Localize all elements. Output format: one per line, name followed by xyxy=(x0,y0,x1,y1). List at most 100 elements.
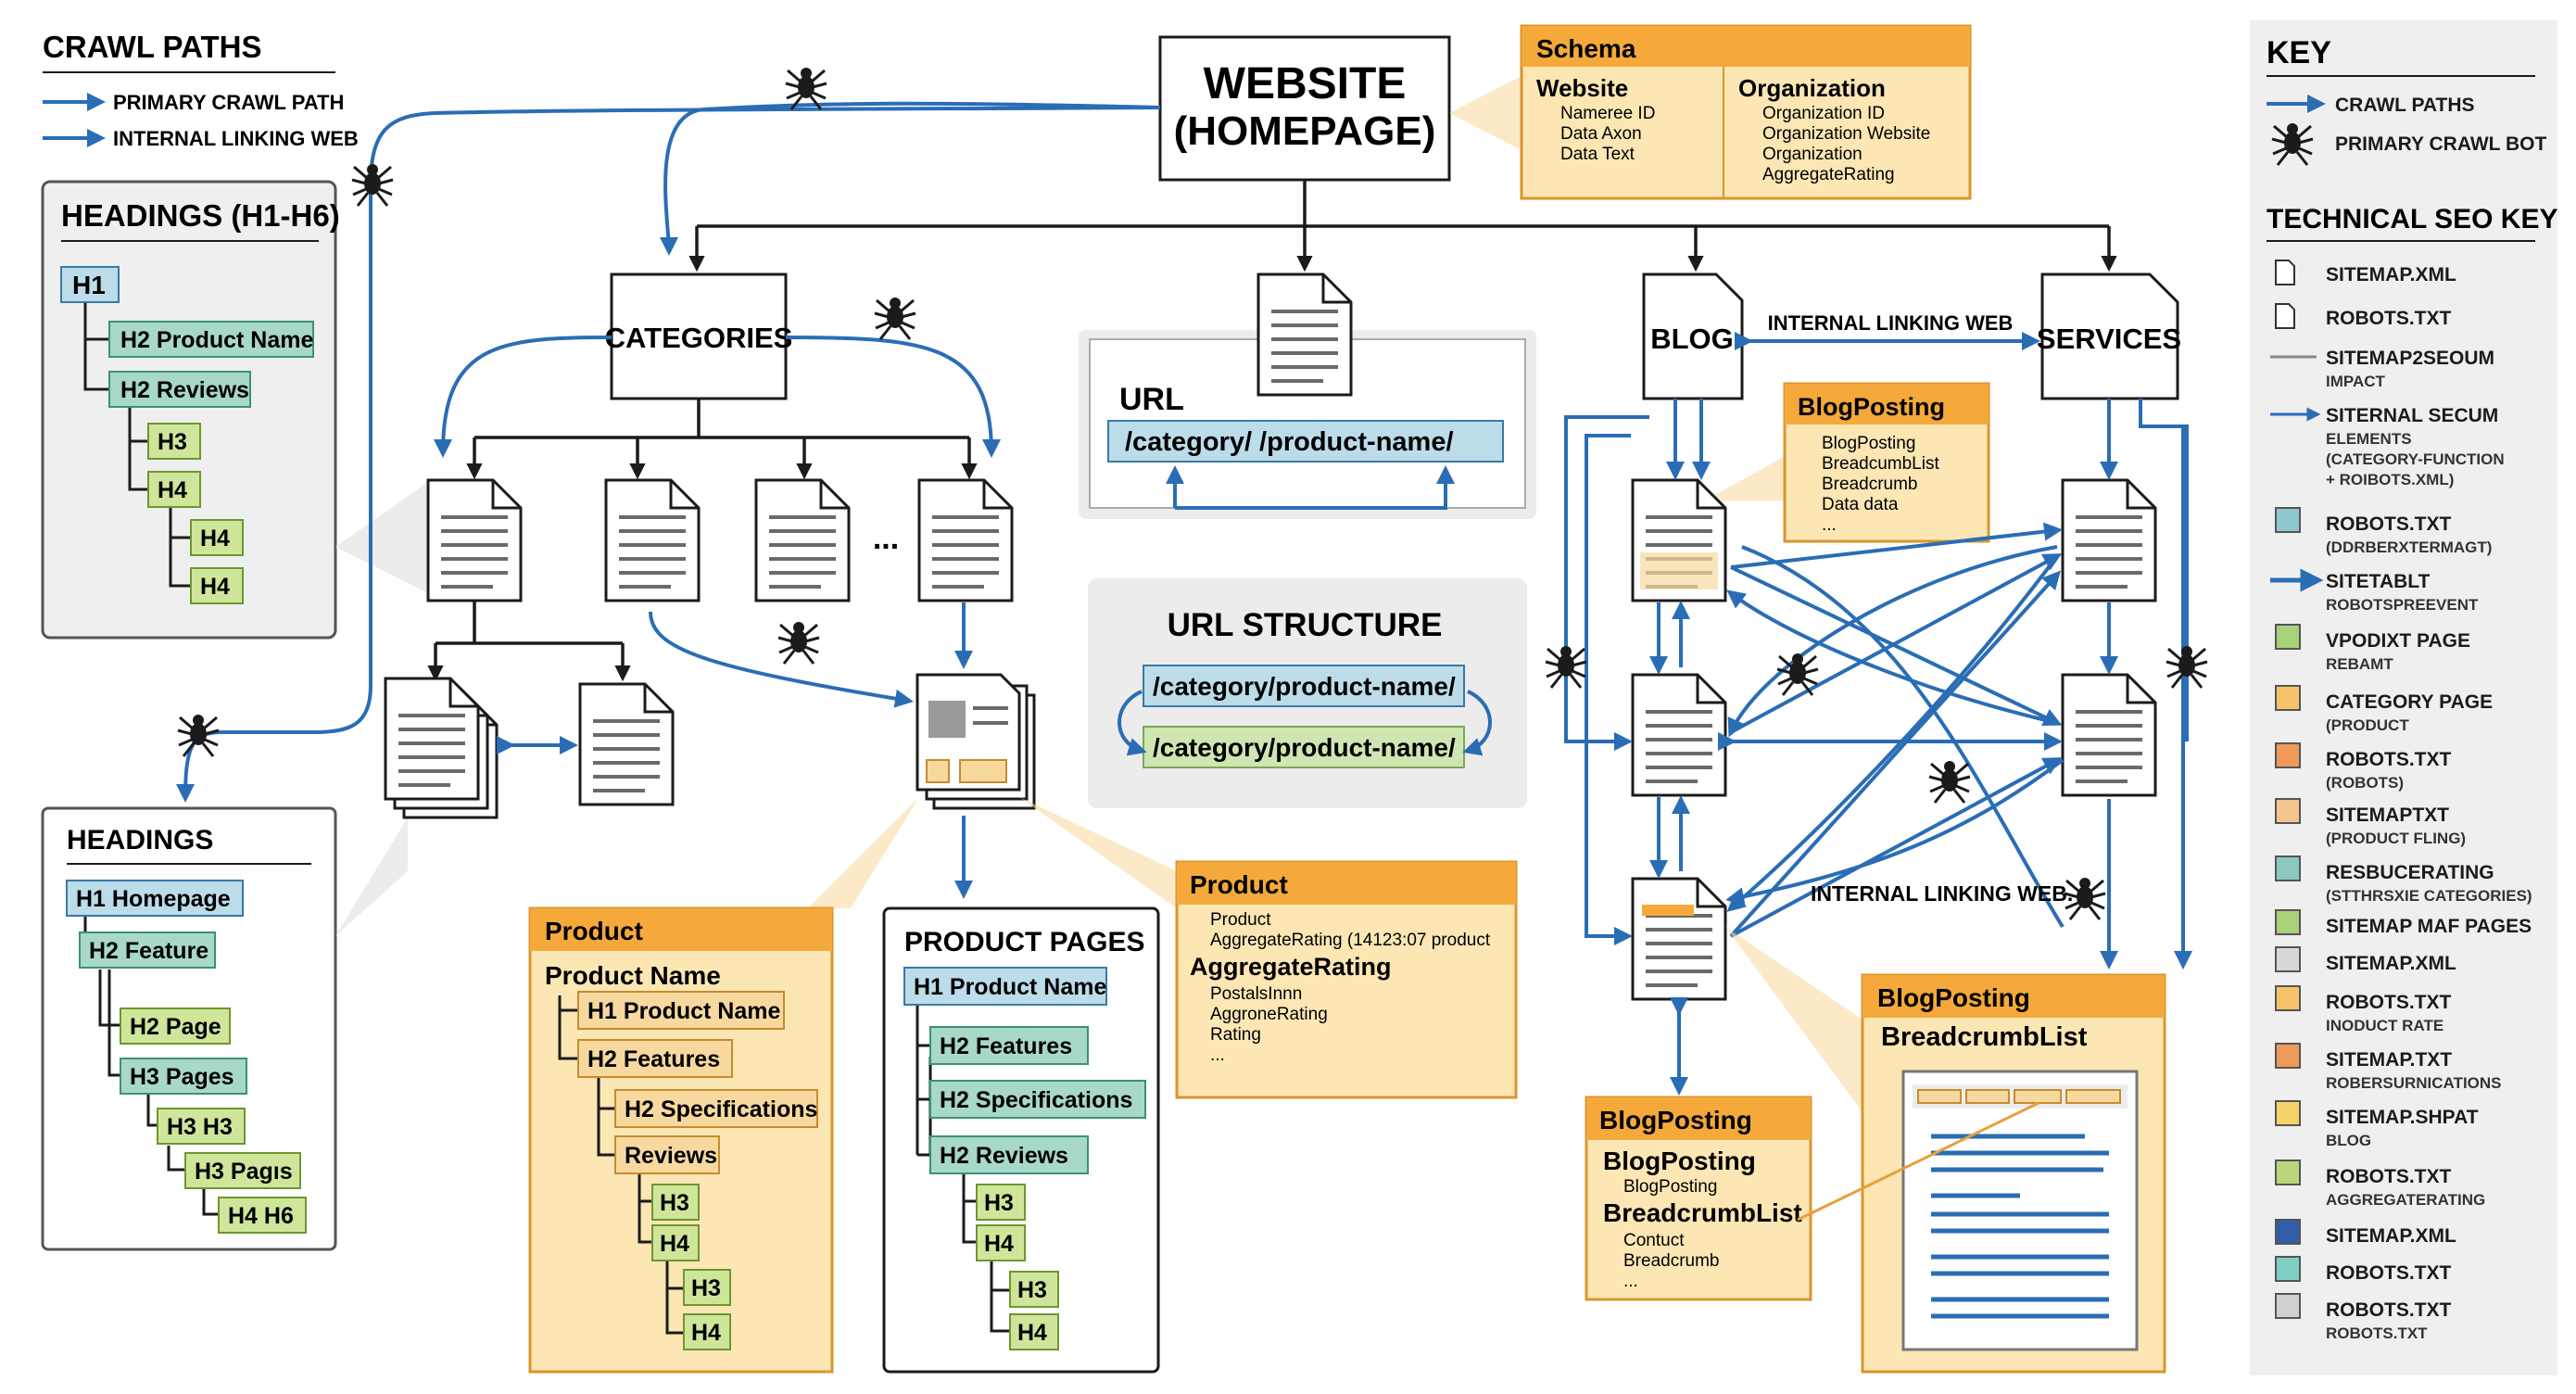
service-page-doc-icon xyxy=(2061,673,2157,797)
url-value: /category/ /product-name/ xyxy=(1125,427,1454,457)
crawler-bot-icon xyxy=(176,713,221,758)
color-swatch-icon xyxy=(2275,1043,2301,1069)
schema-field: Organization xyxy=(1762,145,1863,164)
services-label: SERVICES xyxy=(2037,323,2181,355)
tech-key-label: SITEMAP.TXT xyxy=(2326,1049,2452,1071)
crawler-bot-icon xyxy=(777,620,821,665)
tech-key-label: SITEMAP2SEOUM xyxy=(2326,348,2494,369)
product-name-label: Product Name xyxy=(545,961,721,990)
color-swatch-icon xyxy=(2275,1160,2301,1185)
homepage-title: WEBSITE xyxy=(1204,59,1407,108)
url-doc-icon xyxy=(1256,272,1353,397)
tech-key-label: ROBOTS.TXT xyxy=(2326,513,2452,535)
headings-panel-homepage: HEADINGS H1 Homepage H2 Feature H2 Page … xyxy=(41,806,337,1251)
tech-key-label: SITEMAP.SHPAT xyxy=(2326,1107,2479,1128)
heading-chip: H1 xyxy=(72,271,106,299)
heading-chip: H3 xyxy=(660,1190,689,1216)
crawler-bot-icon xyxy=(873,296,917,341)
tech-key-sublabel: (PRODUCT xyxy=(2326,716,2409,734)
blog-label: BLOG xyxy=(1650,323,1734,355)
blogposting-schema-right: BlogPosting BreadcrumbList xyxy=(1797,973,2166,1374)
url-structure-item: /category/product-name/ xyxy=(1153,672,1456,701)
tech-key-item: SITEMAPTXT(PRODUCT FLING) xyxy=(2275,798,2466,847)
category-page-doc-icon xyxy=(604,478,701,602)
blog-post-doc-icon xyxy=(1631,478,1727,602)
heading-chip: H4 xyxy=(200,574,230,600)
key-item: PRIMARY CRAWL BOT xyxy=(2335,133,2546,155)
legend-title: CRAWL PATHS xyxy=(43,30,262,64)
homepage-subtitle: (HOMEPAGE) xyxy=(1174,108,1436,154)
website-homepage-node: WEBSITE (HOMEPAGE) xyxy=(1158,35,1451,182)
tech-key-item: SITEMAP.XML xyxy=(2275,946,2456,974)
tech-key-item: ROBOTS.TXT xyxy=(2275,303,2452,329)
color-swatch-icon xyxy=(2275,946,2301,972)
color-swatch-icon xyxy=(2275,1256,2301,1282)
doc-icon xyxy=(2275,260,2295,285)
key-item: CRAWL PATHS xyxy=(2335,95,2475,116)
heading-chip: H4 xyxy=(158,477,187,503)
schema-col-title: Organization xyxy=(1738,74,1886,102)
legend-item: PRIMARY CRAWL PATH xyxy=(113,91,344,114)
subpage-doc-icon xyxy=(578,682,675,806)
internal-linking-label: INTERNAL LINKING WEB. xyxy=(1811,881,2073,906)
schema-col-title: Website xyxy=(1536,74,1628,102)
tech-key-sublabel: ELEMENTS xyxy=(2326,430,2412,448)
tech-key-item: SITERNAL SECUMELEMENTS(CATEGORY-FUNCTION… xyxy=(2270,405,2505,488)
product-schema-left: Product Product Name H1 Product Name H2 … xyxy=(528,906,834,1374)
category-page-doc-icon xyxy=(426,478,523,602)
schema-field: BreadcrumbList xyxy=(1603,1198,1802,1227)
product-pages-title: PRODUCT PAGES xyxy=(904,927,1144,957)
tech-key-label: SITEMAP MAF PAGES xyxy=(2326,916,2532,937)
doc-stack-icon xyxy=(384,677,480,801)
schema-field: PostalsInnn xyxy=(1210,984,1302,1004)
blogposting-title: BlogPosting xyxy=(1877,983,2030,1012)
tech-key-item: SITEMAP.XML xyxy=(2275,1219,2456,1247)
schema-field: BlogPosting xyxy=(1623,1177,1717,1197)
tech-key-sublabel: REBAMT xyxy=(2326,655,2393,673)
heading-chip: H4 xyxy=(1017,1320,1047,1346)
product-schema-right: Product Product AggregateRating (14123:0… xyxy=(1175,860,1518,1099)
schema-field: Organization Website xyxy=(1762,124,1930,144)
color-swatch-icon xyxy=(2275,1100,2301,1126)
crawler-bot-icon xyxy=(1927,759,1972,805)
tech-key-label: SITEMAPTXT xyxy=(2326,805,2449,826)
categories-node: CATEGORIES xyxy=(605,272,792,400)
color-swatch-icon xyxy=(2275,798,2301,824)
heading-chip: H4 xyxy=(984,1231,1014,1257)
schema-field: BlogPosting xyxy=(1822,434,1915,453)
tech-key-label: SITEMAP.XML xyxy=(2326,264,2456,285)
url-structure-title: URL STRUCTURE xyxy=(1168,607,1443,643)
tech-key-sublabel: (ROBOTS) xyxy=(2326,774,2404,792)
tech-key-sublabel: ROBOTS.TXT xyxy=(2326,1324,2428,1342)
product-schema-title: Product xyxy=(545,917,643,945)
breadcrumb-page-preview-icon xyxy=(1901,1070,2139,1351)
heading-chip: H2 Features xyxy=(940,1033,1072,1059)
heading-chip: H2 Reviews xyxy=(940,1143,1068,1169)
schema-field: ... xyxy=(1210,1046,1225,1065)
schema-field: Data data xyxy=(1822,495,1899,514)
tech-key-label: SITETABLT xyxy=(2326,571,2431,592)
heading-chip: H4 xyxy=(691,1320,721,1346)
schema-field: BreadcrumbList xyxy=(1881,1022,2088,1052)
tech-key-item: CATEGORY PAGE (PRODUCT xyxy=(2275,685,2493,734)
tech-key-item: ROBOTS.TXT xyxy=(2275,1256,2452,1284)
url-structure-item: /category/product-name/ xyxy=(1153,733,1456,762)
heading-chip: H3 H3 xyxy=(167,1114,233,1140)
tech-key-label: RESBUCERATING xyxy=(2326,862,2494,883)
schema-field: Rating xyxy=(1210,1025,1261,1045)
heading-chip: H2 Specifications xyxy=(940,1087,1132,1113)
tech-key-title: TECHNICAL SEO KEY xyxy=(2267,204,2558,234)
blog-node: BLOG xyxy=(1642,272,1744,400)
heading-chip: H1 Product Name xyxy=(914,974,1106,1000)
headings-panel-title: HEADINGS (H1-H6) xyxy=(61,198,340,233)
url-panel-title: URL xyxy=(1119,382,1184,417)
heading-chip: H3 Pagıs xyxy=(195,1159,293,1185)
tech-key-label: CATEGORY PAGE xyxy=(2326,691,2493,713)
tech-key-sublabel: BLOG xyxy=(2326,1132,2371,1149)
headings-panel2-title: HEADINGS xyxy=(67,825,213,855)
schema-field: ... xyxy=(1822,515,1837,535)
heading-chip: Reviews xyxy=(625,1143,717,1169)
